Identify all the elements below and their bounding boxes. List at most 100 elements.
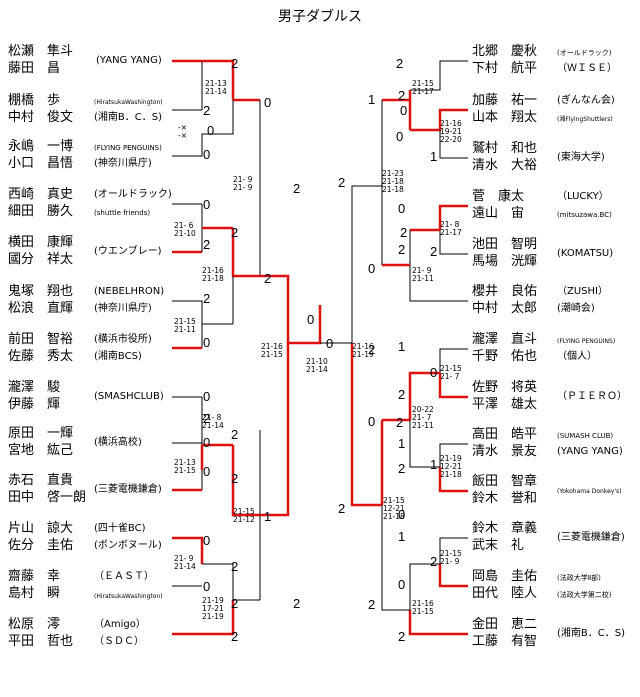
games-won: 0	[326, 336, 334, 351]
match-score: 21- 9 21-11	[412, 266, 434, 283]
team-2-club-1: (HiratsukaWashington)	[94, 99, 163, 106]
games-won: 2	[430, 244, 438, 259]
games-won: 0	[398, 577, 406, 592]
games-won: 0	[264, 95, 272, 110]
games-won: 0	[396, 129, 404, 144]
winner-path-line	[410, 108, 468, 132]
games-won: 0	[398, 507, 406, 522]
team-6-player-2: 松浪 直輝	[8, 301, 74, 316]
games-won: 2	[203, 103, 211, 118]
winner-path-line	[408, 610, 468, 636]
match-score: 21-10 21-14	[306, 357, 328, 374]
games-won: 0	[203, 579, 211, 594]
winner-path-line	[438, 204, 468, 230]
match-score: 21-19 17-21 21-19	[202, 596, 224, 621]
team-6-club-2: (神奈川県庁)	[94, 303, 152, 314]
team-20-club-1: (FLYING PENGUINS)	[557, 338, 616, 345]
match-score: 21-13 21-15	[174, 458, 196, 475]
games-won: 1	[368, 92, 376, 107]
games-won: 2	[398, 88, 406, 103]
bracket-line	[172, 100, 234, 157]
team-13-club-1: （Amigo）	[94, 619, 146, 630]
match-score: 21- 9 21- 9	[233, 175, 253, 192]
match-score: 21-16 21-19	[352, 342, 374, 359]
games-won: 2	[396, 56, 404, 71]
match-score: 21-15 21- 7	[440, 364, 462, 381]
games-won: 2	[231, 629, 239, 644]
match-score: 21-15 21-11	[174, 317, 196, 334]
team-12-club-2: (HiratsukaWashington)	[94, 593, 163, 600]
winner-path-line	[438, 373, 468, 399]
match-score: -× -×	[178, 123, 187, 140]
team-25-player-1: 岡島 圭佑	[472, 569, 538, 584]
match-score: 21- 9 21-14	[174, 554, 196, 571]
games-won: 2	[398, 242, 406, 257]
games-won: 2	[203, 291, 211, 306]
games-won: 2	[203, 411, 211, 426]
team-12-club-1: （ＥＡＳＴ）	[94, 571, 154, 582]
team-1-player-1: 松瀬 隼斗	[8, 44, 74, 59]
match-score: 21-23 21-18 21-18	[382, 169, 404, 194]
games-won: 0	[203, 335, 211, 350]
match-score: 21-15 21-17	[412, 79, 434, 96]
team-13-player-1: 松原 澪	[8, 617, 61, 632]
team-9-player-1: 原田 一輝	[8, 426, 74, 441]
winner-path-line	[260, 343, 290, 517]
team-18-club: (KOMATSU)	[557, 248, 614, 259]
team-17-club-1: （LUCKY）	[557, 191, 609, 202]
bracket-line	[409, 420, 440, 468]
team-3-club-1: (FLYING PENGUINS)	[94, 144, 162, 152]
games-won: 1	[398, 339, 406, 354]
games-won: 0	[207, 123, 215, 138]
team-22-player-2: 清水 景友	[472, 444, 538, 459]
games-won: 1	[398, 529, 406, 544]
team-11-player-1: 片山 諒大	[8, 521, 74, 536]
team-7-player-1: 前田 智裕	[8, 332, 74, 347]
games-won: 2	[231, 596, 239, 611]
match-score: 21- 8 21-17	[440, 220, 462, 237]
team-8-player-1: 瀧澤 駿	[8, 380, 61, 395]
games-won: 0	[430, 365, 438, 380]
match-score: 20-22 21- 7 21-11	[412, 405, 434, 430]
team-11-club-2: (ボンボヌール)	[94, 540, 162, 551]
games-won: 0	[398, 201, 406, 216]
team-14-club-2: （ＷＩＳＥ）	[557, 63, 617, 74]
team-8-player-2: 伊藤 輝	[8, 397, 61, 412]
team-21-club: （ＰＩＥＲＯ）	[557, 391, 627, 402]
team-20-player-2: 千野 佑也	[472, 349, 538, 364]
games-won: 2	[396, 415, 404, 430]
team-25-club-2: (法政大学第二校)	[557, 591, 612, 599]
match-score: 21- 6 21-10	[174, 221, 196, 238]
bracket-line	[381, 505, 410, 611]
team-5-player-2: 國分 祥太	[8, 252, 74, 267]
team-4-club-1: (オールドラック)	[94, 189, 172, 200]
winner-path-line	[438, 467, 468, 493]
team-10-club: (三菱電機鎌倉)	[94, 484, 162, 495]
team-25-club-1: (法政大学Ⅱ部)	[557, 574, 601, 582]
team-23-player-2: 鈴木 誉和	[472, 491, 538, 506]
match-score: 21-16 21-18	[202, 266, 224, 283]
team-4-club-2: (shuttle friends)	[94, 209, 151, 217]
winner-path-line	[350, 343, 382, 507]
winner-path-line	[231, 445, 260, 517]
match-score: 21-15 12-21 21-18	[383, 496, 405, 521]
games-won: 2	[231, 471, 239, 486]
team-26-club: (湘南B．C．S)	[557, 628, 625, 639]
team-10-player-2: 田中 啓一朗	[8, 490, 87, 505]
team-6-player-1: 鬼塚 翔也	[8, 284, 74, 299]
page-title: 男子ダブルス	[278, 9, 362, 25]
games-won: 2	[400, 225, 408, 240]
team-17-player-1: 菅 康太	[472, 189, 525, 204]
team-26-player-2: 工藤 有智	[472, 634, 538, 649]
games-won: 2	[264, 271, 272, 286]
match-score: 21-13 21-14	[205, 79, 227, 96]
team-20-player-1: 瀧澤 直斗	[472, 332, 538, 347]
team-23-club: (Yokohama Donkey's)	[557, 488, 622, 495]
team-9-club: (横浜高校)	[94, 437, 142, 448]
games-won: 2	[368, 342, 376, 357]
team-24-player-2: 武末 礼	[472, 538, 525, 553]
match-score: 21-15 21-12	[233, 507, 255, 524]
winner-path-line	[438, 564, 468, 588]
